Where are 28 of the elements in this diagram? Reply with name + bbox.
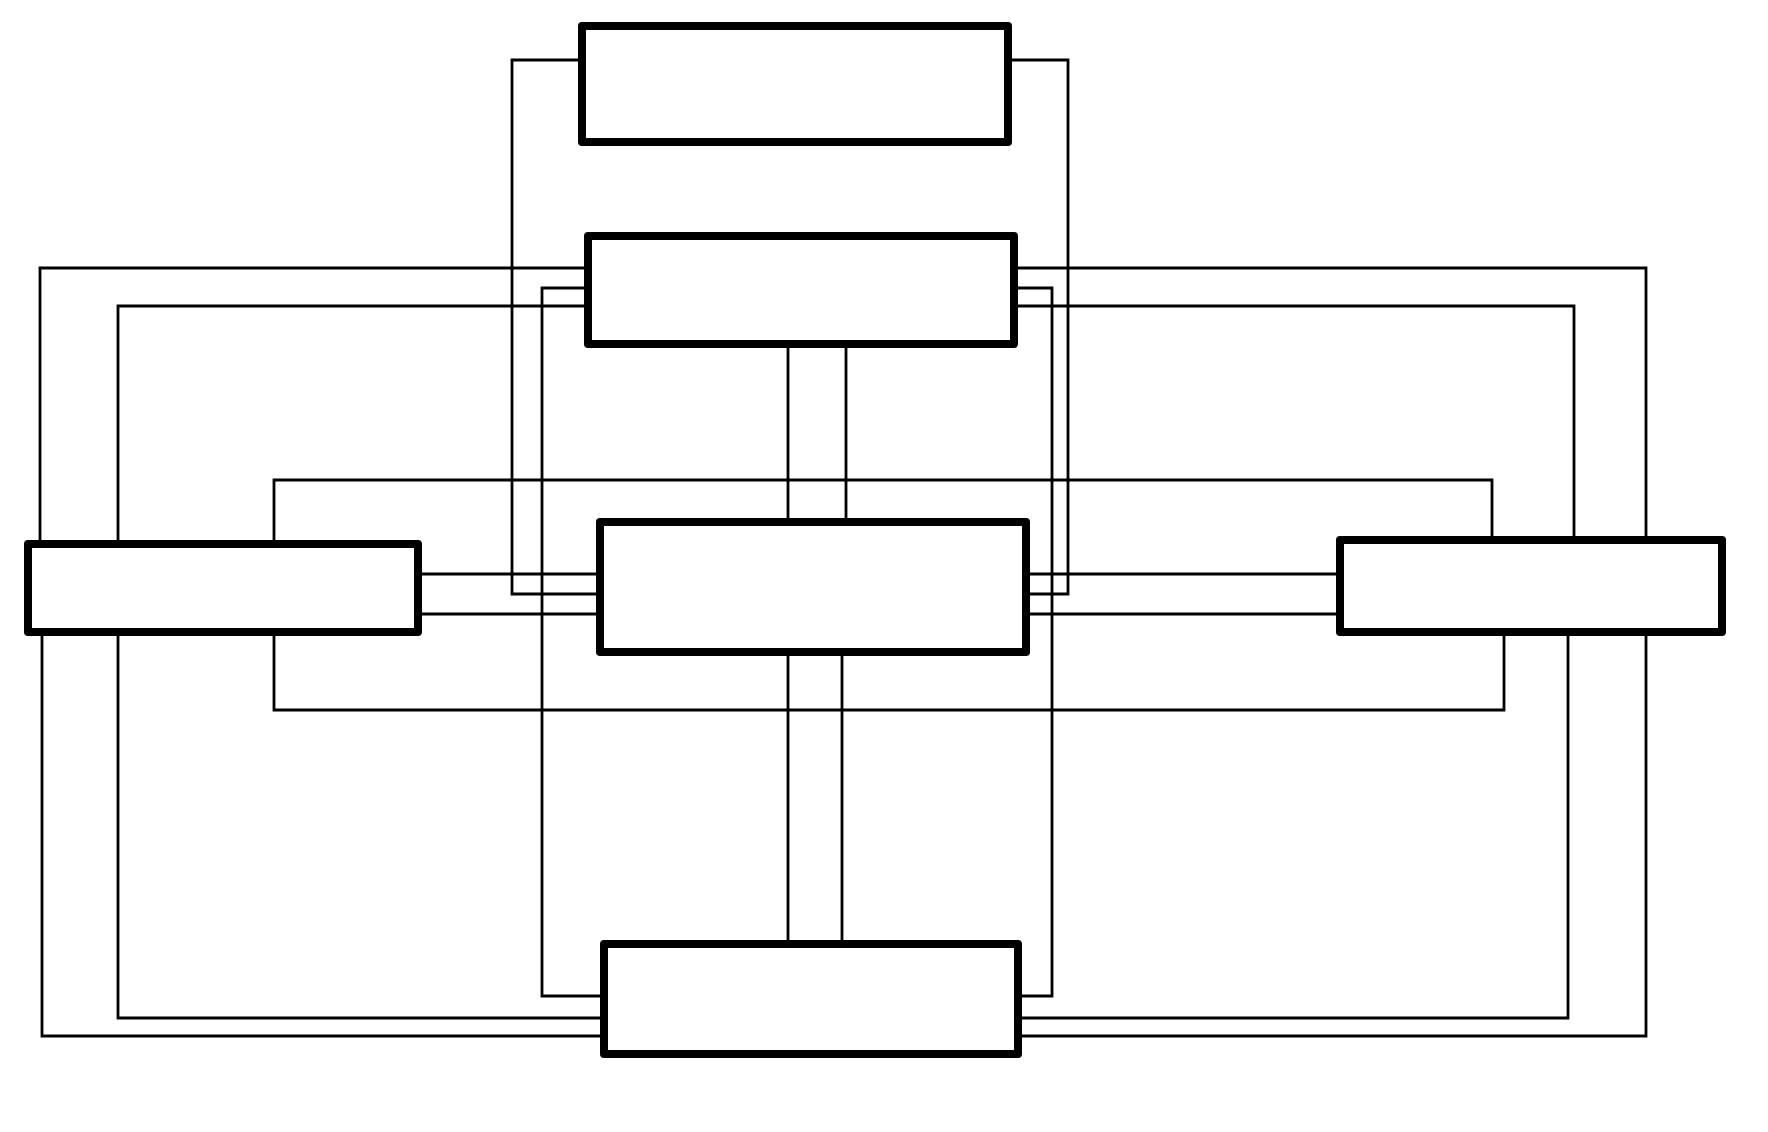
connector-line: [1018, 304, 1576, 536]
connector-line: [1018, 286, 1054, 998]
connector-line: [510, 58, 596, 596]
empty-box: [600, 940, 1022, 1058]
connector-line: [1022, 636, 1570, 1020]
connector-line: [786, 656, 790, 940]
connector-line: [786, 348, 790, 518]
connector-line: [1022, 636, 1648, 1038]
connector-line: [116, 304, 584, 540]
connector-line: [1030, 572, 1336, 576]
connector-line: [1018, 266, 1648, 536]
connector-line: [272, 478, 1494, 540]
connector-line: [840, 656, 844, 940]
connector-line: [40, 636, 600, 1038]
empty-box: [578, 22, 1012, 146]
connector-line: [422, 572, 596, 576]
connector-line: [540, 286, 600, 998]
empty-box: [1336, 536, 1726, 636]
empty-box: [24, 540, 422, 636]
connector-line: [38, 266, 584, 540]
connector-line: [1012, 58, 1070, 596]
connector-line: [1030, 612, 1336, 616]
connector-line: [272, 636, 1506, 712]
connector-line: [116, 636, 600, 1020]
connector-line: [844, 348, 848, 518]
empty-box: [584, 232, 1018, 348]
empty-box: [596, 518, 1030, 656]
connector-line: [422, 612, 596, 616]
